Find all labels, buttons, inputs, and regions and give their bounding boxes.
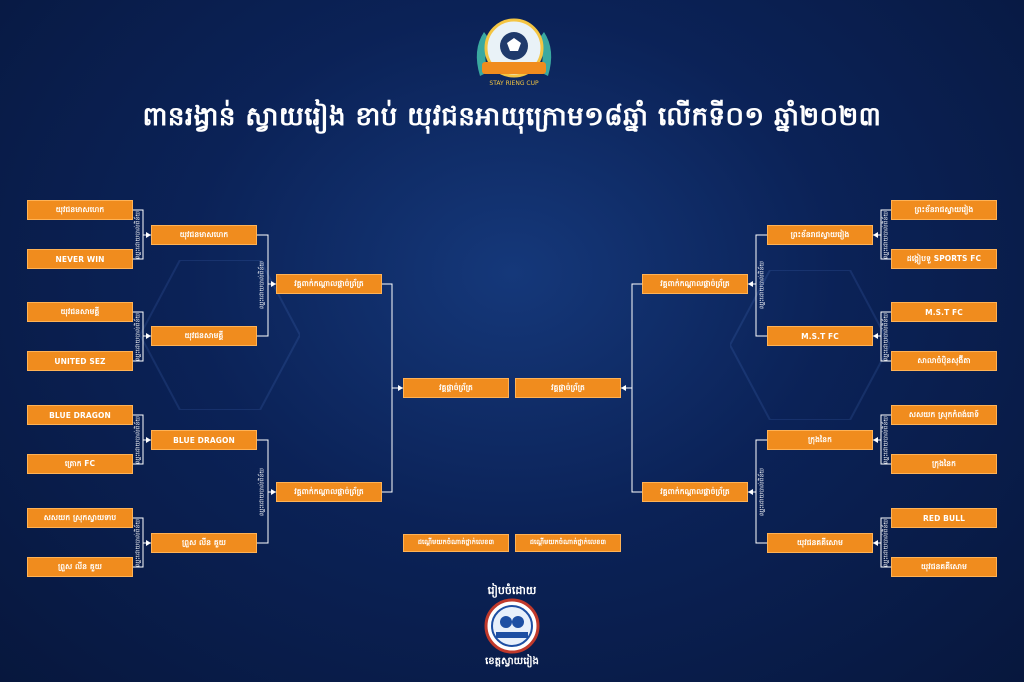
penalty-label: ឈ្នះដោយបាល់ពិន័យ [882,518,890,568]
team-box: យុវជនគគីសោម [767,533,873,553]
team-box: យុវជនមាសហេក [27,200,133,220]
team-box: UNITED SEZ [27,351,133,371]
penalty-label: ឈ្នះដោយបាល់ពិន័យ [882,415,890,465]
penalty-label: ឈ្នះដោយបាល់ពិន័យ [258,467,266,517]
semifinal-box: វគ្គពាក់កណ្ដាលផ្ដាច់ព្រ័ត្រ [642,482,748,502]
bracket-arrow [621,385,626,391]
team-box: ព្រះខ័នរាជស្វាយរៀង [767,225,873,245]
team-box: ព្រួស លីន គួយ [151,533,257,553]
team-box: យុវជនគគីសោម [891,557,997,577]
bracket-connector [631,283,642,493]
semifinal-box: វគ្គពាក់កណ្ដាលផ្ដាច់ព្រ័ត្រ [642,274,748,294]
bracket-connector [755,234,767,337]
bracket-connector [382,283,393,493]
bracket-arrow [873,232,878,238]
team-box: ព្រះខ័នរាជស្វាយរៀង [891,200,997,220]
penalty-label: ឈ្នះដោយបាល់ពិន័យ [882,312,890,362]
team-box: ក្រុងនៃក [891,454,997,474]
semifinal-box: វគ្គពាក់កណ្ដាលផ្ដាច់ព្រ័ត្រ [276,482,382,502]
team-box: NEVER WIN [27,249,133,269]
penalty-label: ឈ្នះដោយបាល់ពិន័យ [134,518,142,568]
team-box: សសយក ស្រុកស្វាយទាប [27,508,133,528]
bracket-arrow [748,489,753,495]
team-box: M.S.T FC [767,326,873,346]
third-place-box: ដណ្ដើមយកចំណាត់ថ្នាក់លេខ៣ [403,534,509,552]
bracket-arrow [398,385,403,391]
team-box: យុវជនសាមគ្គី [151,326,257,346]
team-box: ត្រោក FC [27,454,133,474]
organizer-name: ខេត្តស្វាយរៀង [485,656,539,667]
penalty-label: ឈ្នះដោយបាល់ពិន័យ [134,210,142,260]
team-box: សាលាចំប៉ិនសុង៊ីតា [891,351,997,371]
bracket-arrow [271,281,276,287]
organizer-label: រៀបចំដោយ [487,584,537,597]
third-place-box: ដណ្ដើមយកចំណាត់ថ្នាក់លេខ៣ [515,534,621,552]
bracket-arrow [146,437,151,443]
page-title: ពានរង្វាន់ ស្វាយរៀង ខាប់ យុវជនអាយុក្រោម១… [142,102,882,132]
team-box: ក្រុងនៃក [767,430,873,450]
football-shield-logo: STAY RIENG CUP [476,18,552,87]
team-box: M.S.T FC [891,302,997,322]
penalty-label: ឈ្នះដោយបាល់ពិន័យ [134,312,142,362]
bracket-arrow [146,540,151,546]
team-box: ព្រួស លីន គួយ [27,557,133,577]
team-box: យុវជនសាមគ្គី [27,302,133,322]
organizer-emblem [484,598,540,654]
team-box: BLUE DRAGON [151,430,257,450]
bracket-arrow [146,333,151,339]
final-box: វគ្គផ្ដាច់ព្រ័ត្រ [515,378,621,398]
top-logo-text: STAY RIENG CUP [489,80,539,87]
bracket-arrow [873,333,878,339]
team-box: ដង្កៀបទួ SPORTS FC [891,249,997,269]
semifinal-box: វគ្គពាក់កណ្ដាលផ្ដាច់ព្រ័ត្រ [276,274,382,294]
team-box: BLUE DRAGON [27,405,133,425]
team-box: សសយក ស្រុកកំពង់រោទ៍ [891,405,997,425]
final-box: វគ្គផ្ដាច់ព្រ័ត្រ [403,378,509,398]
penalty-label: ឈ្នះដោយបាល់ពិន័យ [758,467,766,517]
bracket-arrow [873,540,878,546]
team-box: យុវជនមាសហេក [151,225,257,245]
bracket-arrow [146,232,151,238]
penalty-label: ឈ្នះដោយបាល់ពិន័យ [882,210,890,260]
bracket-arrow [271,489,276,495]
bracket-arrow [748,281,753,287]
penalty-label: ឈ្នះដោយបាល់ពិន័យ [258,260,266,310]
team-box: RED BULL [891,508,997,528]
bracket-arrow [873,437,878,443]
penalty-label: ឈ្នះដោយបាល់ពិន័យ [134,415,142,465]
penalty-label: ឈ្នះដោយបាល់ពិន័យ [758,260,766,310]
bracket-connector [257,234,269,337]
